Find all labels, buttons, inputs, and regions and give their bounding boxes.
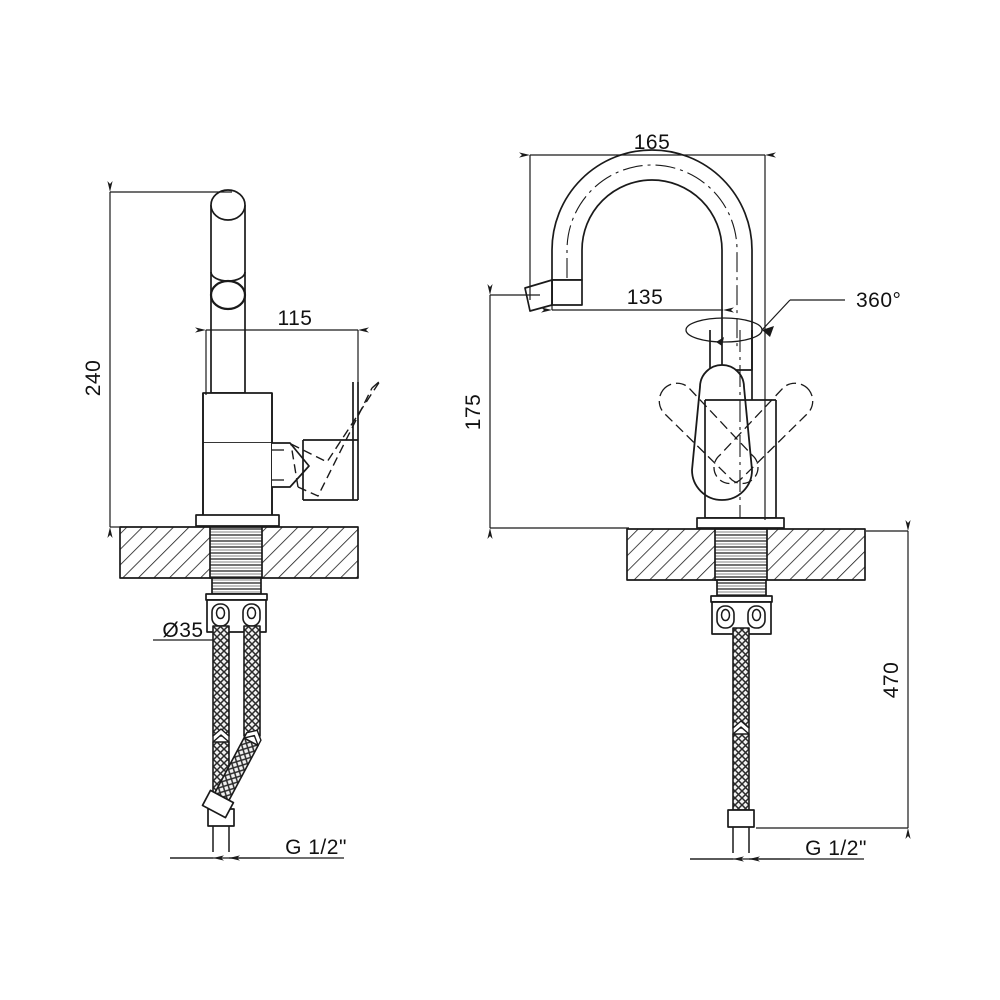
front-handle-phantom xyxy=(658,382,814,485)
dim-leader-rotation xyxy=(761,299,791,331)
front-hose-nut xyxy=(727,809,755,828)
dim-label-height-240: 240 xyxy=(82,360,105,397)
side-countertop xyxy=(119,526,359,579)
front-view-group xyxy=(524,149,866,853)
dim-label-total-height-470: 470 xyxy=(880,662,903,699)
dim-label-thread-front: G 1/2" xyxy=(805,837,867,860)
side-aerator-ring xyxy=(209,279,247,311)
front-view-dimensions xyxy=(487,152,911,862)
dim-label-spout-height-175: 175 xyxy=(462,394,485,431)
front-gooseneck-spout xyxy=(551,149,753,371)
dim-label-width-165: 165 xyxy=(634,131,671,154)
side-lever-solid xyxy=(272,382,359,501)
front-base-flange xyxy=(696,517,785,529)
side-threaded-shank xyxy=(209,526,263,579)
side-view-group xyxy=(119,189,381,852)
front-threaded-shank xyxy=(714,528,768,581)
side-spout-tube xyxy=(209,189,247,394)
front-under-counter-fitting xyxy=(710,579,773,635)
side-base-flange xyxy=(195,514,280,527)
side-view-dimensions xyxy=(107,181,369,861)
dim-label-reach-135: 135 xyxy=(627,286,664,309)
side-lever-phantom xyxy=(290,380,381,497)
dim-label-hole-diameter: Ø35 xyxy=(162,619,203,642)
dim-label-reach-115: 115 xyxy=(278,307,313,330)
front-hose xyxy=(727,627,755,853)
side-under-counter-fitting xyxy=(205,577,268,633)
dim-label-thread-side: G 1/2" xyxy=(285,836,347,859)
dim-label-rotation-360: 360° xyxy=(856,289,901,312)
front-countertop xyxy=(626,528,866,581)
front-handle-lever xyxy=(691,364,753,501)
side-body xyxy=(202,392,273,525)
side-hose-right xyxy=(201,625,262,819)
